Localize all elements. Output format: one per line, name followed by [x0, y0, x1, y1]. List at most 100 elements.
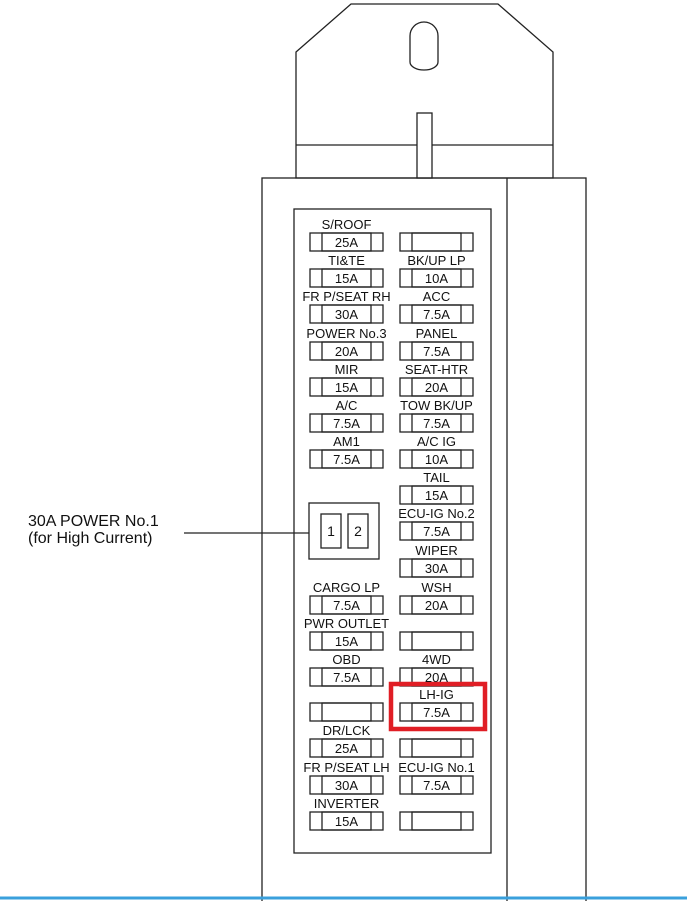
fuse-right-1-label: BK/UP LP [407, 253, 466, 268]
fuse-left-2-label: FR P/SEAT RH [302, 289, 391, 304]
fuse-left-0-rating: 25A [334, 235, 359, 250]
fuse-right-2-body [411, 304, 462, 324]
relay-terminal-2 [347, 513, 369, 549]
fuse-left-11-label: DR/LCK [322, 723, 371, 738]
fuse-right-16-slot [399, 811, 474, 831]
fuse-left-2-rating: 30A [334, 307, 359, 322]
fuse-left-2-body [321, 304, 372, 324]
fuse-left-7-label: CARGO LP [312, 580, 381, 595]
fuse-right-9-label: WIPER [415, 543, 458, 558]
fuse-left-11-rating: 25A [334, 741, 359, 756]
fuse-left-11-body [321, 738, 372, 758]
fuse-right-4-body [411, 377, 462, 397]
fuse-right-9-body [411, 558, 462, 578]
fuse-left-3-label: POWER No.3 [306, 326, 387, 341]
fuse-left-1-body [321, 268, 372, 288]
fuse-left-9-rating: 7.5A [333, 670, 360, 685]
fuse-left-4-rating: 15A [334, 380, 359, 395]
fuse-right-11-body [411, 631, 462, 651]
fuse-left-3-body [321, 341, 372, 361]
fuse-left-1-rating: 15A [334, 271, 359, 286]
fuse-panel [293, 208, 492, 854]
fuse-left-10-slot [309, 702, 384, 722]
fuse-right-13-rating: 7.5A [423, 705, 450, 720]
fuse-left-12-body [321, 775, 372, 795]
fuse-left-1-label: TI&TE [328, 253, 365, 268]
fuse-right-7-label: TAIL [423, 470, 450, 485]
fuse-right-15-label: ECU-IG No.1 [398, 760, 475, 775]
fuse-left-9-label: OBD [332, 652, 361, 667]
fuse-left-3-rating: 20A [334, 344, 359, 359]
fuse-left-12-rating: 30A [334, 778, 359, 793]
fuse-right-8-rating: 7.5A [423, 524, 450, 539]
fuse-right-7-rating: 15A [424, 488, 449, 503]
fuse-right-15-body [411, 775, 462, 795]
relay-30a-power-no1 [308, 502, 380, 560]
fuse-left-4-label: MIR [334, 362, 359, 377]
fuse-left-5-label: A/C [335, 398, 358, 413]
fuse-left-7-rating: 7.5A [333, 598, 360, 613]
fuse-right-16-body [411, 811, 462, 831]
fuse-right-0-slot [399, 232, 474, 252]
fuse-right-2-label: ACC [422, 289, 451, 304]
fuse-left-7-body [321, 595, 372, 615]
fuse-left-5-rating: 7.5A [333, 416, 360, 431]
fuse-left-0-body [321, 232, 372, 252]
fuse-right-5-label: TOW BK/UP [400, 398, 473, 413]
fuse-left-5-body [321, 413, 372, 433]
fuse-right-12-rating: 20A [424, 670, 449, 685]
fuse-left-6-body [321, 449, 372, 469]
fuse-left-9-body [321, 667, 372, 687]
fuse-right-15-rating: 7.5A [423, 778, 450, 793]
fuse-left-8-rating: 15A [334, 634, 359, 649]
fuse-right-6-body [411, 449, 462, 469]
fuse-right-3-label: PANEL [415, 326, 458, 341]
fuse-right-6-rating: 10A [424, 452, 449, 467]
fuse-right-12-label: 4WD [422, 652, 451, 667]
fuse-left-10-body [321, 702, 372, 722]
fuse-left-12-label: FR P/SEAT LH [303, 760, 390, 775]
relay-callout: 30A POWER No.1 (for High Current) [28, 513, 159, 547]
fuse-right-3-rating: 7.5A [423, 344, 450, 359]
fuse-right-11-slot [399, 631, 474, 651]
highlight-box [388, 681, 488, 732]
fuse-right-4-label: SEAT-HTR [404, 362, 469, 377]
fuse-right-3-body [411, 341, 462, 361]
connector-knob [409, 21, 439, 71]
callout-line-1: 30A POWER No.1 [28, 513, 159, 530]
relay-terminal-1-label: 1 [327, 523, 335, 539]
fuse-right-2-rating: 7.5A [423, 307, 450, 322]
fuse-right-1-rating: 10A [424, 271, 449, 286]
fuse-left-8-body [321, 631, 372, 651]
fuse-right-10-rating: 20A [424, 598, 449, 613]
fuse-left-13-rating: 15A [334, 814, 359, 829]
fuse-right-1-body [411, 268, 462, 288]
fuse-right-7-body [411, 485, 462, 505]
fuse-left-13-body [321, 811, 372, 831]
fuse-right-13-label: LH-IG [419, 687, 454, 702]
fuse-left-0-label: S/ROOF [321, 217, 372, 232]
fuse-right-8-body [411, 521, 462, 541]
fuse-right-13-body [411, 702, 462, 722]
fuse-left-6-label: AM1 [333, 434, 360, 449]
fuse-left-13-label: INVERTER [313, 796, 380, 811]
fuse-right-5-rating: 7.5A [423, 416, 450, 431]
fuse-right-10-body [411, 595, 462, 615]
fuse-left-8-label: PWR OUTLET [303, 616, 390, 631]
fuse-right-0-body [411, 232, 462, 252]
fuse-right-14-slot [399, 738, 474, 758]
relay-terminal-2-label: 2 [354, 523, 362, 539]
connector-tab [416, 112, 433, 179]
fuse-right-5-body [411, 413, 462, 433]
fuse-left-6-rating: 7.5A [333, 452, 360, 467]
callout-line-2: (for High Current) [28, 530, 153, 547]
fuse-left-4-body [321, 377, 372, 397]
fuse-right-6-label: A/C IG [416, 434, 456, 449]
fuse-right-4-rating: 20A [424, 380, 449, 395]
fuse-box-body [261, 177, 587, 901]
fuse-right-8-label: ECU-IG No.2 [398, 506, 475, 521]
fuse-right-10-label: WSH [421, 580, 452, 595]
fuse-right-14-body [411, 738, 462, 758]
fuse-right-9-rating: 30A [424, 561, 449, 576]
